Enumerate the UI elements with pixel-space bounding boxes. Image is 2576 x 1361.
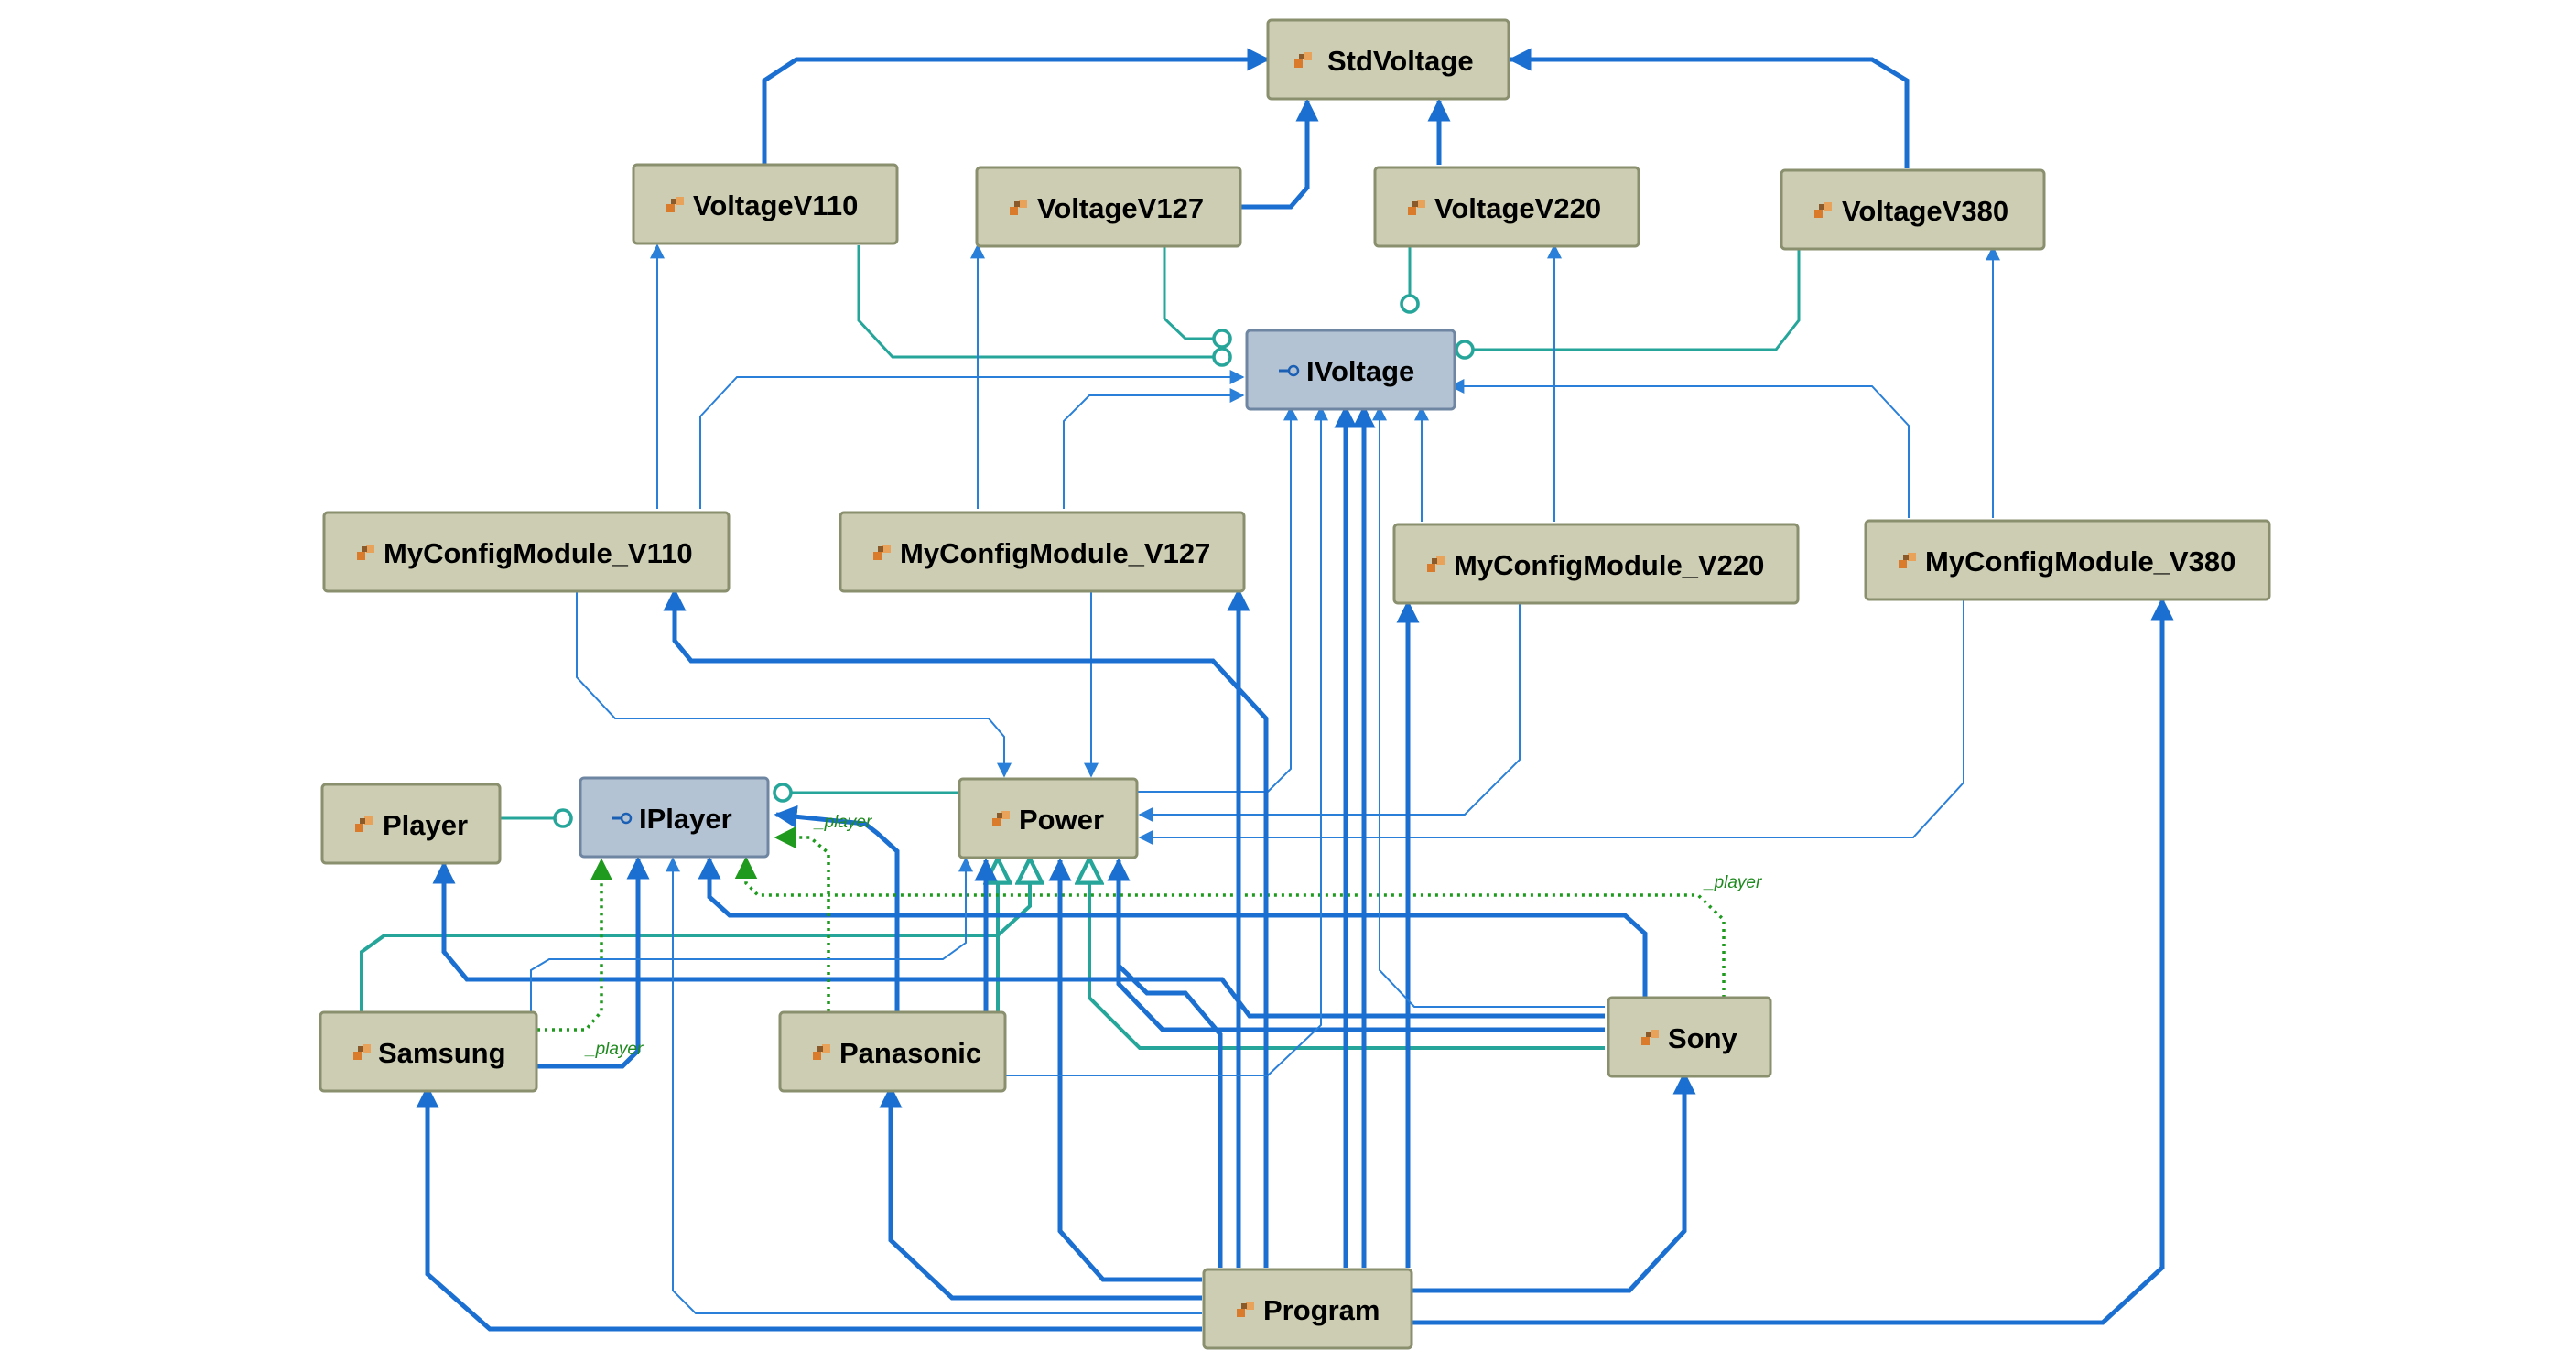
node-label: Samsung	[378, 1037, 506, 1069]
node-label: VoltageV127	[1037, 192, 1204, 224]
edge-myconfig-v110-ivoltage	[699, 370, 1245, 509]
node-myconfig-v110[interactable]: MyConfigModule_V110	[322, 511, 731, 593]
node-voltagev220[interactable]: VoltageV220	[1373, 166, 1640, 248]
node-power[interactable]: Power	[958, 777, 1139, 859]
node-label: MyConfigModule_V110	[384, 537, 693, 569]
class-icon	[355, 816, 373, 832]
node-panasonic[interactable]: Panasonic	[778, 1010, 1007, 1093]
class-icon	[357, 545, 374, 560]
class-icon	[666, 197, 684, 212]
node-label: VoltageV380	[1842, 195, 2008, 227]
edge-sony-power-realization	[1089, 859, 1605, 1050]
node-voltagev110[interactable]: VoltageV110	[632, 163, 899, 245]
edge-program-sony	[1412, 1071, 1696, 1293]
edge-panasonic-ivoltage-thin	[1004, 405, 1328, 1076]
node-sony[interactable]: Sony	[1607, 996, 1772, 1078]
edge-myconfig-v380-ivoltage	[1449, 379, 1910, 518]
edge-sony-player-field	[734, 856, 1726, 998]
edge-program-myconfig-v380	[1412, 597, 2174, 1325]
node-label: MyConfigModule_V127	[900, 537, 1210, 569]
edge-myconfig-v127-ivoltage	[1063, 388, 1245, 509]
edge-labels-layer: _player _player _player	[584, 813, 1762, 1059]
nodes-layer: StdVoltage VoltageV110 VoltageV127 Volta…	[319, 18, 2271, 1350]
edge-samsung-player-field	[537, 858, 613, 1032]
edge-myconfig-v220-power	[1138, 602, 1521, 822]
node-iplayer[interactable]: IPlayer	[579, 776, 770, 859]
node-label: Sony	[1668, 1022, 1738, 1054]
node-label: IPlayer	[639, 803, 732, 835]
edge-samsung-ivoltage-thin	[530, 857, 973, 1011]
edge-myconfig-v110-power	[576, 590, 1012, 778]
edge-voltagev127-ivoltage	[1163, 245, 1232, 349]
edge-panasonic-player-field	[774, 826, 830, 1011]
edge-voltagev110-ivoltage	[857, 245, 1232, 367]
node-myconfig-v127[interactable]: MyConfigModule_V127	[839, 511, 1246, 593]
node-label: Player	[383, 809, 468, 841]
edge-label-sony-player: _player	[1703, 873, 1762, 892]
edge-program-power-a	[1048, 858, 1202, 1282]
edge-voltagev380-ivoltage	[1455, 247, 1801, 360]
edge-label-samsung-player: _player	[584, 1040, 644, 1059]
node-ivoltage[interactable]: IVoltage	[1245, 329, 1456, 411]
edge-sony-player-assoc	[432, 860, 1605, 1019]
node-label: MyConfigModule_V220	[1454, 549, 1764, 581]
edge-program-panasonic	[879, 1085, 1202, 1301]
edges-layer	[360, 48, 2174, 1332]
edge-program-iplayer-thin	[666, 857, 1202, 1314]
class-icon	[1294, 52, 1312, 68]
edge-program-power-b	[1117, 964, 1223, 1268]
node-myconfig-v220[interactable]: MyConfigModule_V220	[1392, 523, 1800, 605]
class-icon	[353, 1044, 371, 1060]
class-icon	[1641, 1030, 1659, 1045]
class-icon	[1408, 200, 1425, 215]
edge-sony-iplayer-assoc	[698, 856, 1648, 998]
class-icon	[813, 1044, 830, 1060]
node-program[interactable]: Program	[1202, 1268, 1413, 1350]
class-icon	[992, 811, 1010, 826]
node-label: VoltageV220	[1434, 192, 1601, 224]
node-myconfig-v380[interactable]: MyConfigModule_V380	[1864, 519, 2271, 601]
class-icon	[873, 545, 891, 560]
class-icon	[1237, 1302, 1254, 1317]
node-label: Program	[1263, 1294, 1380, 1326]
edge-myconfig-v380-power	[1138, 599, 1964, 845]
node-label: MyConfigModule_V380	[1925, 545, 2235, 578]
edge-power-ivoltage	[1138, 405, 1298, 793]
node-label: Panasonic	[839, 1037, 981, 1069]
node-label: IVoltage	[1306, 355, 1414, 387]
edge-program-samsung	[416, 1085, 1202, 1332]
node-label: StdVoltage	[1327, 45, 1474, 77]
edge-samsung-iplayer-assoc	[537, 856, 650, 1069]
node-voltagev127[interactable]: VoltageV127	[975, 166, 1242, 248]
edge-samsung-power-realization	[360, 859, 1030, 1011]
edge-voltagev127-stdvoltage	[1236, 98, 1319, 210]
edge-panasonic-iplayer-assoc	[774, 805, 900, 1011]
edge-voltagev110-stdvoltage	[762, 48, 1271, 165]
node-player[interactable]: Player	[320, 783, 502, 865]
edge-sony-power-assoc	[1107, 858, 1605, 1032]
node-voltagev380[interactable]: VoltageV380	[1780, 168, 2046, 251]
class-icon	[1814, 202, 1832, 218]
node-label: Power	[1019, 804, 1104, 836]
edge-sony-ivoltage-thin	[1372, 405, 1605, 1008]
edge-label-panasonic-player: _player	[813, 813, 872, 832]
class-icon	[1899, 553, 1916, 568]
edge-program-myconfig-v110	[663, 588, 1269, 1268]
node-stdvoltage[interactable]: StdVoltage	[1266, 18, 1510, 101]
class-icon	[1427, 556, 1445, 572]
node-label: VoltageV110	[693, 189, 858, 221]
node-samsung[interactable]: Samsung	[319, 1010, 538, 1093]
interface-icon	[1279, 364, 1300, 377]
edge-voltagev380-stdvoltage	[1508, 48, 1910, 168]
class-icon	[1010, 200, 1027, 215]
interface-icon	[612, 812, 633, 825]
